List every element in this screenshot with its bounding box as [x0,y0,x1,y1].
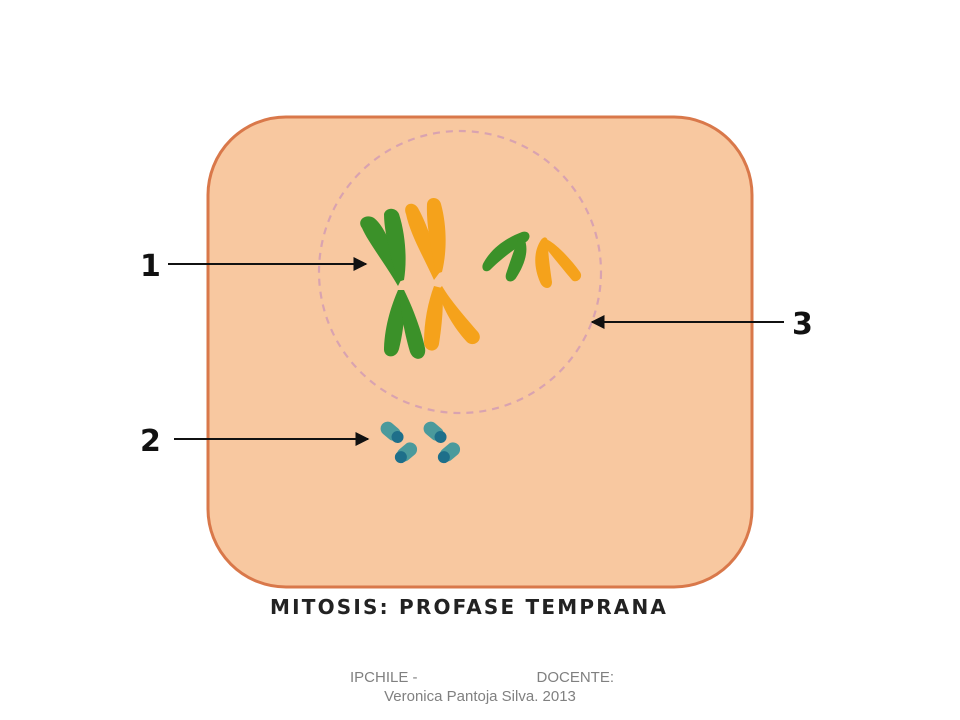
chromosome-orange-large [405,198,480,351]
nuclear-envelope [317,129,603,415]
chromosome-green-small [482,231,530,282]
label-3: 3 [792,307,813,342]
footer-author: Veronica Pantoja Silva. 2013 [384,688,576,705]
label-1: 1 [140,249,161,284]
label-2: 2 [140,424,161,459]
footer-institution: IPCHILE - [350,669,418,686]
footer-credits: IPCHILE - DOCENTE: Veronica Pantoja Silv… [340,668,620,706]
centrosome-pair-right [423,421,461,464]
chromosome-green-large [360,208,426,359]
footer-role: DOCENTE: [536,669,614,686]
cell-membrane [206,115,754,589]
centrosome-pair-left [380,421,418,464]
footer-line-1: IPCHILE - DOCENTE: [340,668,620,687]
diagram-caption: MITOSIS: PROFASE TEMPRANA [270,595,668,619]
chromosome-orange-small [535,237,582,288]
